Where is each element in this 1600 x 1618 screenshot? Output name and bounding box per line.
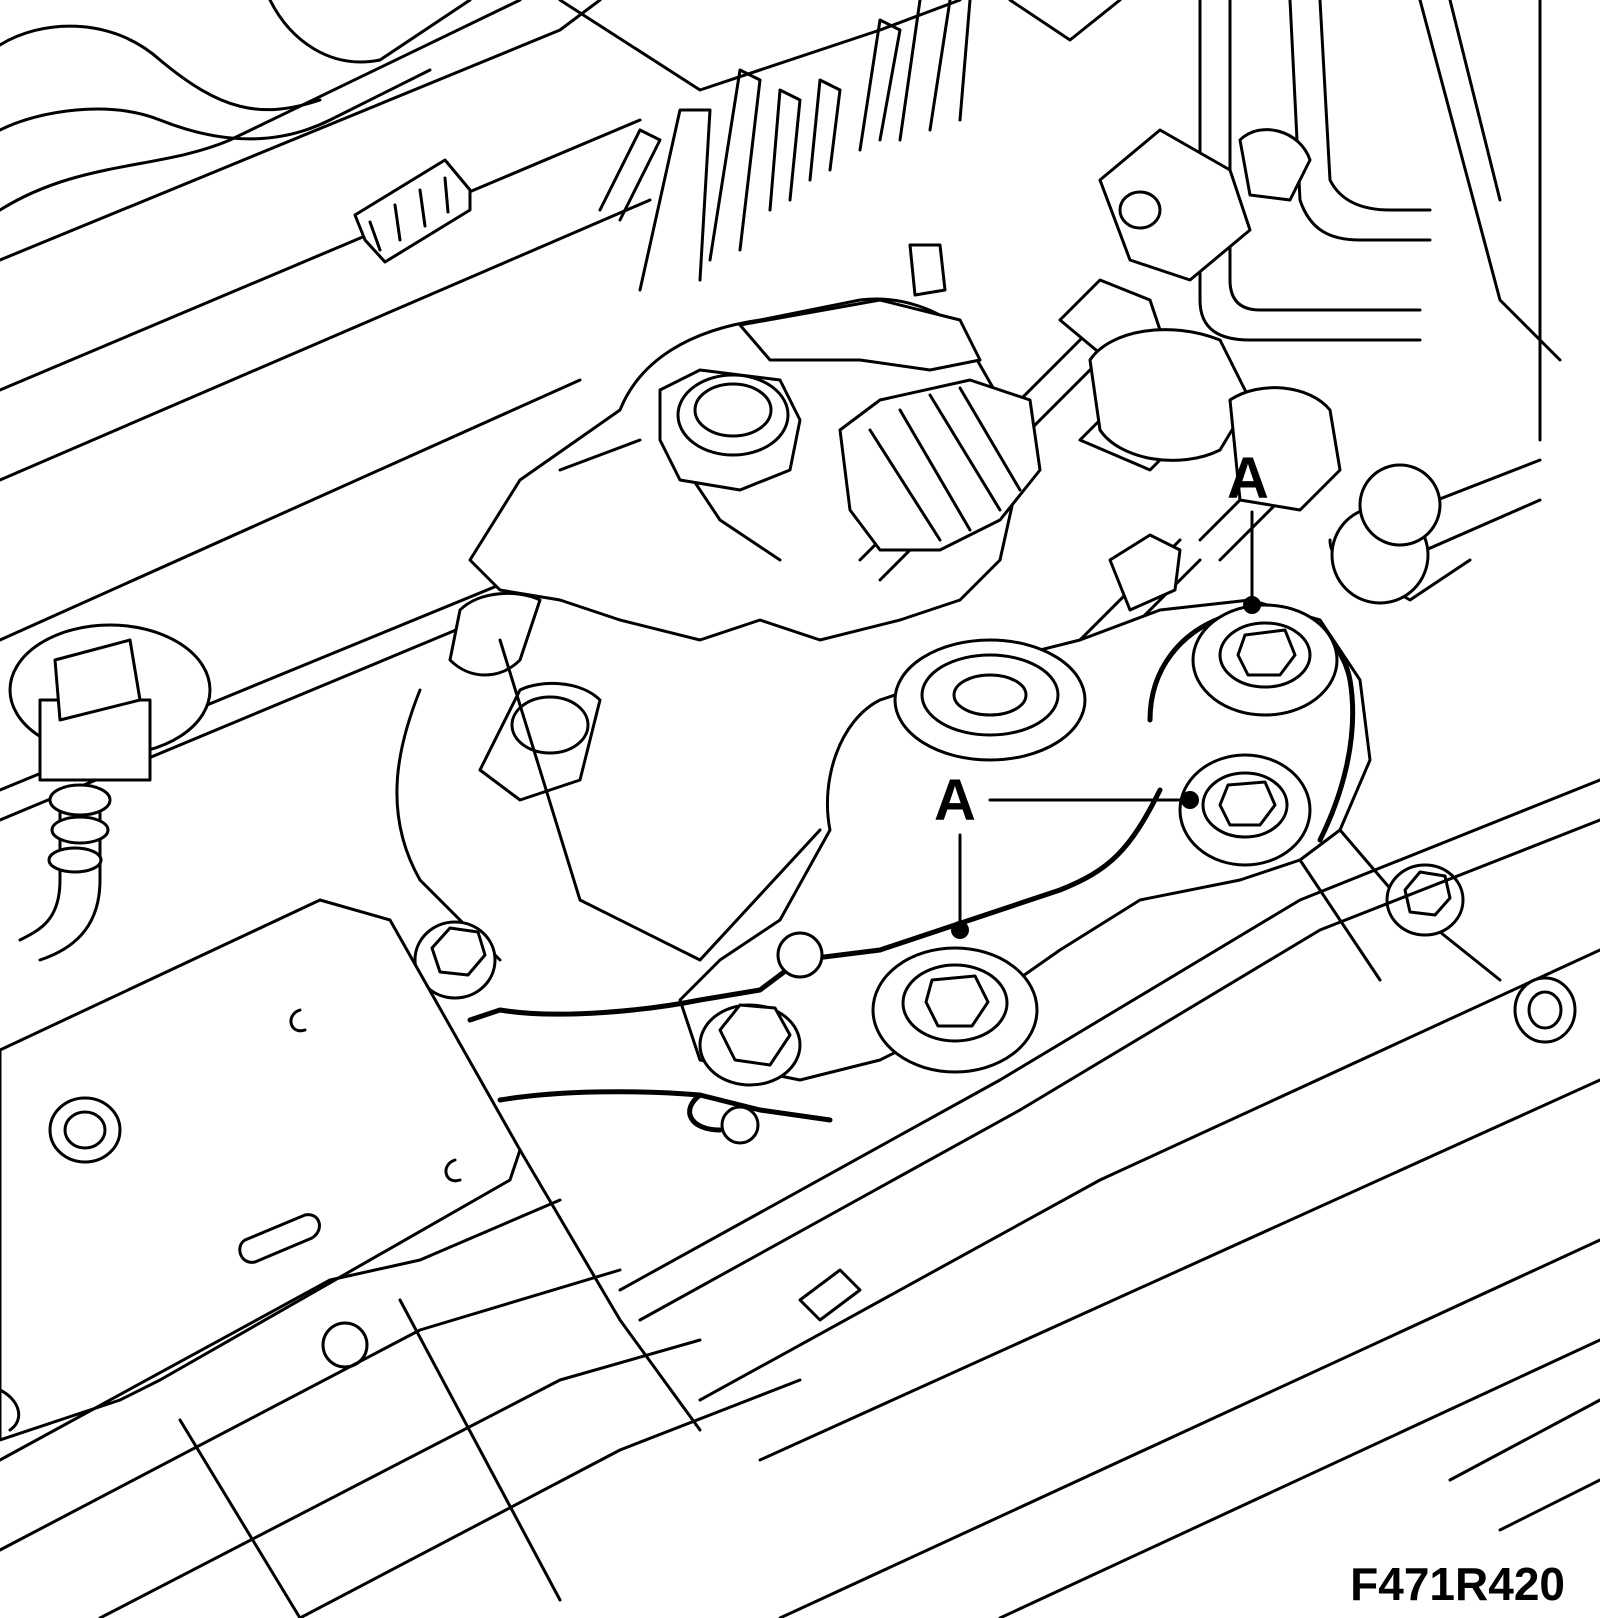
bolt-far-left	[413, 920, 497, 1000]
bolt-center-lower	[871, 946, 1039, 1074]
mount-bracket	[678, 598, 1502, 1082]
callout-a-top-right-label: A	[1227, 446, 1269, 511]
figure-code: F471R420	[1350, 1558, 1565, 1610]
ribbed-bushing	[838, 378, 1042, 552]
upper-left-housing	[0, 0, 1122, 822]
callout-a-center: A	[934, 768, 1199, 939]
upper-right-frame	[1198, 0, 1562, 605]
callout-a-top-right: A	[1227, 446, 1269, 614]
bolt-right-lower	[1178, 753, 1312, 867]
lower-right-frame	[618, 778, 1600, 1618]
crossmember-plate	[0, 898, 802, 1618]
right-barrel	[1088, 128, 1342, 512]
connector-clip	[353, 158, 472, 264]
housing-nut	[658, 368, 802, 492]
bolts	[413, 603, 1465, 1145]
callout-a-center-label: A	[934, 768, 976, 833]
bolt-right-upper	[1191, 603, 1339, 717]
ribbed-fins	[598, 0, 972, 292]
mount-boss	[893, 638, 1087, 762]
left-sensor-connector	[8, 623, 212, 962]
bolt-left-hex	[698, 1003, 802, 1087]
